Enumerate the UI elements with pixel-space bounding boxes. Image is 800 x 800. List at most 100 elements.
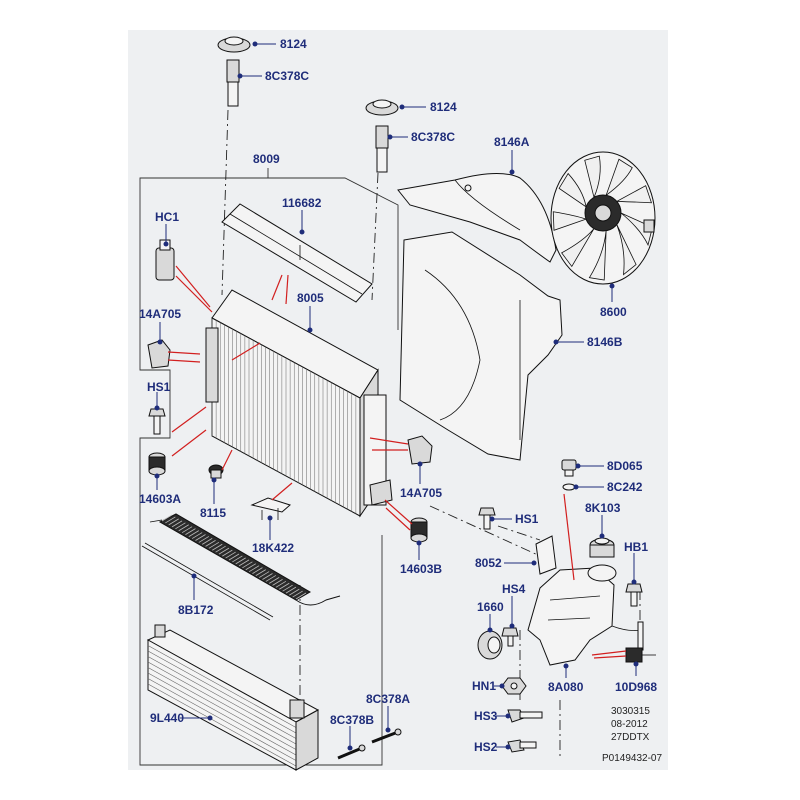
pin-8c378b <box>337 744 366 760</box>
engine-code: 27DDTX <box>611 732 650 743</box>
hatch-line <box>165 516 176 524</box>
hatch-line <box>188 530 200 537</box>
bolt-hs1-left <box>148 408 166 435</box>
highlight-lines <box>167 265 627 659</box>
callout-14a705-right: 14A705 <box>400 461 442 500</box>
callout-hs1-left: HS1 <box>147 380 171 411</box>
callout-label: HS1 <box>147 380 171 394</box>
callout-8146b: 8146B <box>553 335 623 349</box>
hatch-line <box>147 683 297 767</box>
callout-116682: 116682 <box>282 196 322 235</box>
hatch-line <box>161 514 173 522</box>
callout-label: 18K422 <box>252 541 294 555</box>
revision-date: 08-2012 <box>611 719 648 730</box>
callout-8052: 8052 <box>475 556 537 570</box>
bracket-18k422 <box>250 497 291 520</box>
callout-8k103: 8K103 <box>585 501 621 539</box>
oil-cooler <box>141 513 341 621</box>
hatch-line <box>262 573 273 580</box>
part-reference: P0149432-07 <box>602 753 662 764</box>
callout-label: 8C378C <box>265 69 309 83</box>
callout-label: 1660 <box>477 600 504 614</box>
hatch-line <box>205 540 216 547</box>
callout-label: 8124 <box>280 37 307 51</box>
nut-hn1 <box>501 677 527 695</box>
callout-8c242: 8C242 <box>573 480 643 494</box>
callout-label: HS2 <box>474 740 498 754</box>
assembly-frame <box>139 109 641 766</box>
bolt-hs2 <box>507 739 537 753</box>
bolt-hb1 <box>625 583 643 607</box>
fan-blade <box>616 224 637 276</box>
callout-8c378c-mid: 8C378C <box>387 130 455 144</box>
hatch-line <box>215 545 226 553</box>
fan-blade <box>620 212 653 247</box>
hatch-line <box>272 579 283 586</box>
hatch-line <box>218 547 230 555</box>
hatch-line <box>235 557 246 565</box>
hatch-line <box>232 555 243 563</box>
hatch-line <box>265 575 277 582</box>
callout-label: 8124 <box>430 100 457 114</box>
hatch-line <box>212 543 223 551</box>
callout-14603b: 14603B <box>400 540 442 576</box>
illustration-number: 3030315 <box>611 706 650 717</box>
fan-blade <box>552 211 588 231</box>
callout-label: HS1 <box>515 512 539 526</box>
callout-8d065: 8D065 <box>575 459 643 473</box>
callout-label: 9L440 <box>150 711 184 725</box>
insulator-14603a <box>148 452 166 476</box>
callout-8005: 8005 <box>297 291 324 333</box>
callout-8c378c-top: 8C378C <box>237 69 309 83</box>
callout-8009: 8009 <box>253 152 280 166</box>
hatch-line <box>225 551 236 559</box>
hatch-line <box>181 526 193 534</box>
hatch-line <box>228 553 240 561</box>
callout-label: 8D065 <box>607 459 643 473</box>
callout-label: 8005 <box>297 291 324 305</box>
hatch-line <box>198 536 210 543</box>
callout-label: 14603A <box>139 492 181 506</box>
callout-label: 10D968 <box>615 680 657 694</box>
hatch-line <box>175 522 186 530</box>
hatch-line <box>147 656 297 739</box>
hatch-line <box>147 667 297 750</box>
callout-14603a: 14603A <box>139 473 181 506</box>
expansion-tank <box>527 564 641 666</box>
hatch-line <box>258 571 270 578</box>
hatch-line <box>147 645 297 728</box>
callout-label: 8115 <box>200 506 226 520</box>
callout-14a705-left: 14A705 <box>139 307 181 345</box>
pin-8c378a <box>371 728 402 744</box>
hatch-line <box>248 565 260 573</box>
upper-deflector <box>221 203 373 303</box>
callout-label: 8146B <box>587 335 623 349</box>
callout-label: 14A705 <box>139 307 181 321</box>
fan-cowl-upper <box>397 172 557 263</box>
fan-cowl-lower <box>399 231 563 461</box>
grommet-8115 <box>208 464 224 479</box>
callout-18k422: 18K422 <box>252 515 294 555</box>
hatch-line <box>268 577 280 584</box>
callout-label: 8009 <box>253 152 280 166</box>
hatch-line <box>147 650 297 734</box>
fan-blade <box>561 228 595 268</box>
hatch-line <box>252 567 263 574</box>
callout-hc1: HC1 <box>155 210 179 247</box>
callout-8124-mid: 8124 <box>399 100 457 114</box>
hatch-line <box>289 588 300 596</box>
callout-label: 8C378C <box>411 130 455 144</box>
hatch-line <box>275 580 287 588</box>
hatch-line <box>282 584 293 592</box>
callout-label: HS3 <box>474 709 498 723</box>
hatch-line <box>195 534 206 541</box>
callout-8c378a: 8C378A <box>366 692 410 733</box>
callout-label: HN1 <box>472 679 496 693</box>
callout-8c378b: 8C378B <box>330 713 374 751</box>
tank-cap-8k103 <box>589 537 615 558</box>
hatch-line <box>285 586 297 594</box>
callout-label: HB1 <box>624 540 648 554</box>
callout-8146a: 8146A <box>494 135 530 175</box>
